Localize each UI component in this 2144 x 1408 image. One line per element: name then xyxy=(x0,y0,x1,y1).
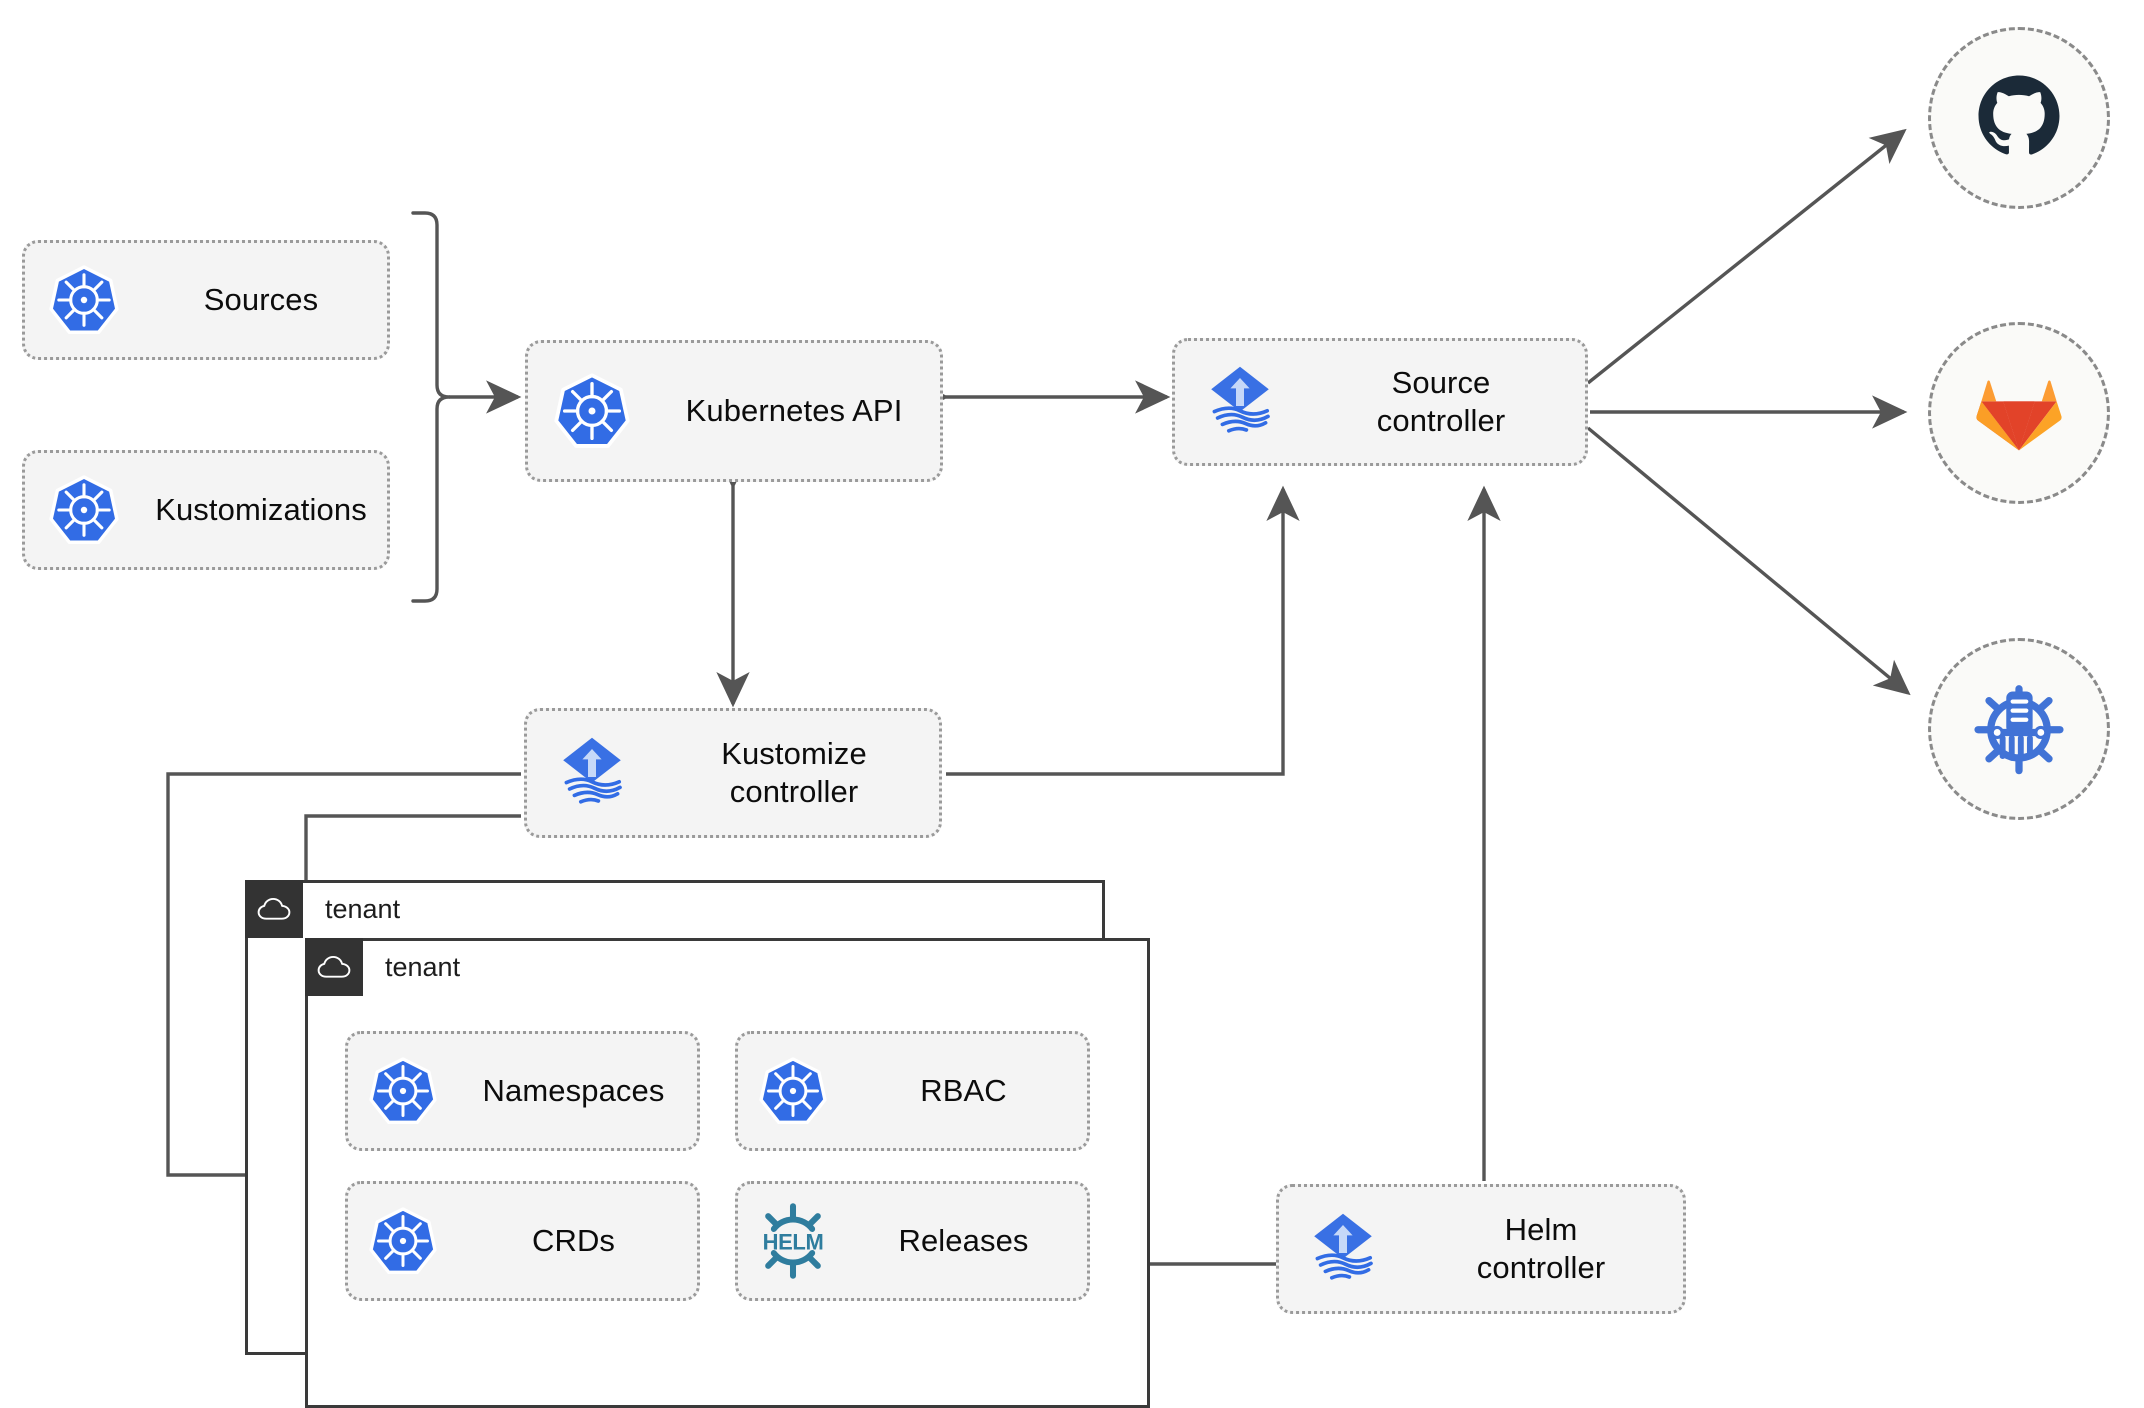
node-label: Source controller xyxy=(1376,365,1506,438)
kubernetes-icon xyxy=(738,1057,848,1125)
kubernetes-icon xyxy=(528,373,656,449)
node-label: Helm controller xyxy=(1476,1212,1606,1285)
svg-text:HELM: HELM xyxy=(763,1230,824,1255)
node-helm-controller[interactable]: Helm controller xyxy=(1276,1184,1686,1314)
provider-helm-repository[interactable] xyxy=(1928,638,2110,820)
node-label: RBAC xyxy=(920,1073,1007,1109)
github-icon xyxy=(1973,70,2065,167)
tenant-name: tenant xyxy=(325,894,401,924)
node-label: Namespaces xyxy=(482,1073,665,1109)
provider-gitlab[interactable] xyxy=(1928,322,2110,504)
node-kustomizations[interactable]: Kustomizations xyxy=(22,450,390,570)
node-releases[interactable]: HELM Releases xyxy=(735,1181,1090,1301)
node-label: CRDs xyxy=(531,1223,616,1259)
node-label: Sources xyxy=(203,282,319,318)
node-label: Releases xyxy=(898,1223,1029,1259)
helm-repository-icon xyxy=(1969,677,2069,782)
kubernetes-icon xyxy=(348,1207,458,1275)
node-source-controller[interactable]: Source controller xyxy=(1172,338,1588,466)
node-label: Kustomize controller xyxy=(721,736,867,809)
node-kubernetes-api[interactable]: Kubernetes API xyxy=(525,340,943,482)
flux-icon xyxy=(1175,362,1305,442)
node-namespaces[interactable]: Namespaces xyxy=(345,1031,700,1151)
cloud-icon xyxy=(305,938,363,996)
kubernetes-icon xyxy=(25,265,143,335)
node-label: Kubernetes API xyxy=(685,393,903,429)
provider-github[interactable] xyxy=(1928,27,2110,209)
tenant-inner[interactable]: tenant Namespaces xyxy=(305,938,1150,1408)
flux-icon xyxy=(1279,1209,1407,1289)
tenant-header: tenant xyxy=(245,880,400,938)
gitlab-icon xyxy=(1975,369,2063,458)
cloud-icon xyxy=(245,880,303,938)
kubernetes-icon xyxy=(348,1057,458,1125)
tenant-name: tenant xyxy=(385,952,461,982)
node-sources[interactable]: Sources xyxy=(22,240,390,360)
node-rbac[interactable]: RBAC xyxy=(735,1031,1090,1151)
flux-icon xyxy=(527,733,657,813)
node-kustomize-controller[interactable]: Kustomize controller xyxy=(524,708,942,838)
helm-icon: HELM xyxy=(738,1202,848,1280)
kubernetes-icon xyxy=(25,475,143,545)
tenant-header: tenant xyxy=(305,938,460,996)
node-crds[interactable]: CRDs xyxy=(345,1181,700,1301)
node-label: Kustomizations xyxy=(155,492,367,528)
